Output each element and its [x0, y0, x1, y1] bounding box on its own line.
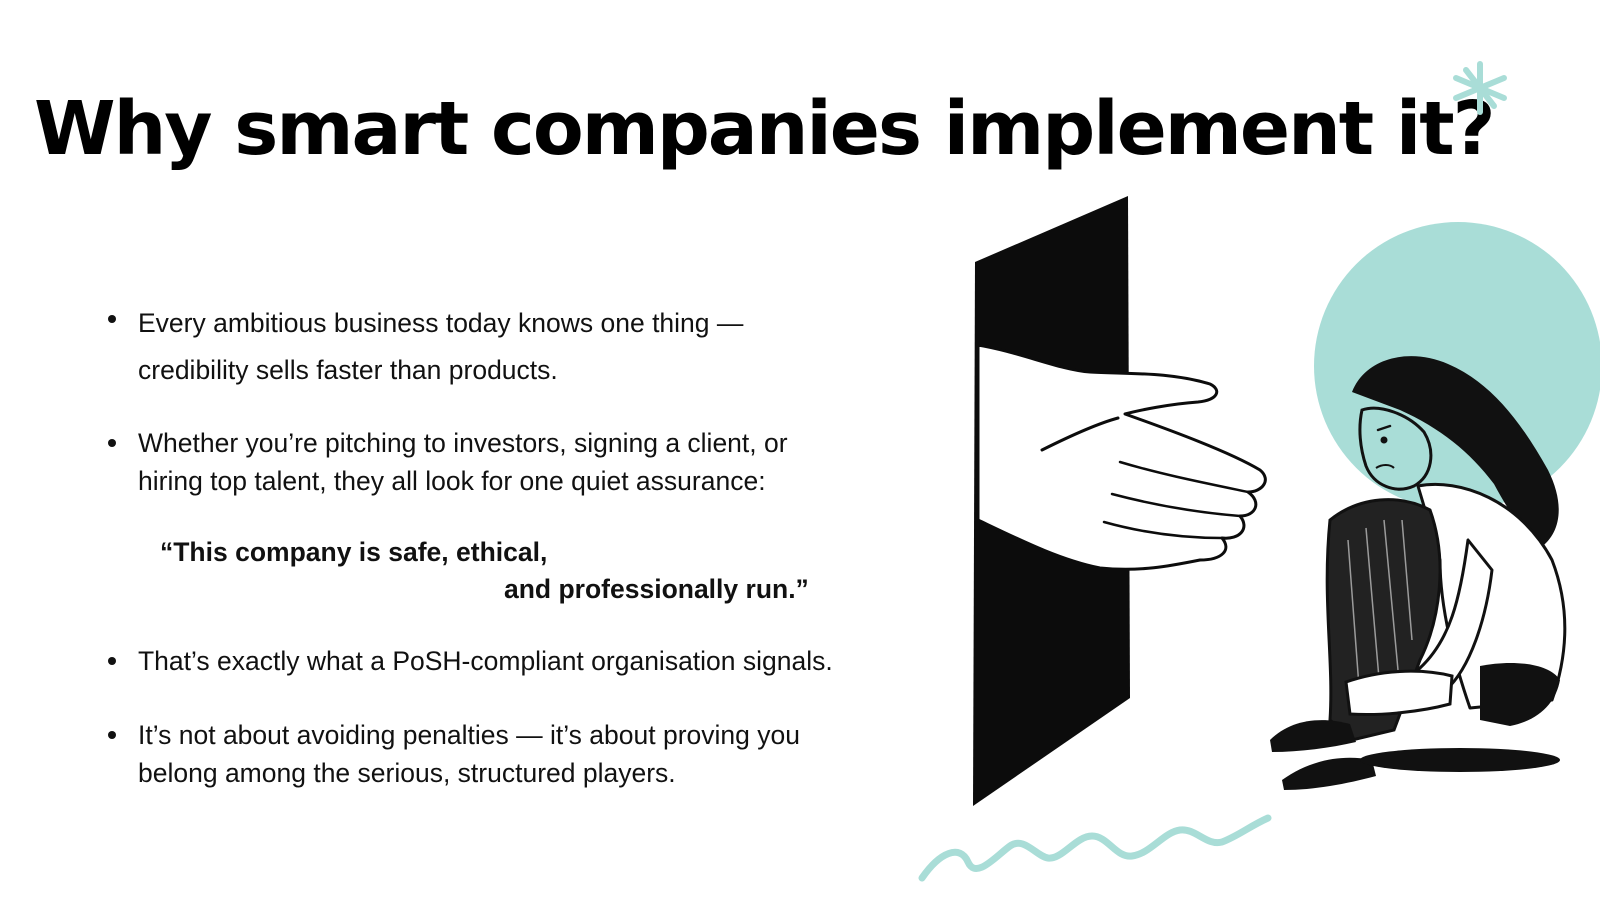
- bullet-text: It’s not about avoiding penalties — it’s…: [138, 720, 800, 750]
- bullet-text: credibility sells faster than products.: [138, 355, 558, 385]
- asterisk-doodle-icon: [1453, 61, 1507, 115]
- bullet-list: Every ambitious business today knows one…: [108, 300, 898, 792]
- page-title: Why smart companies implement it?: [34, 86, 1496, 172]
- bullet-item: Every ambitious business today knows one…: [108, 300, 898, 394]
- quote-line: “This company is safe, ethical,: [160, 537, 548, 567]
- bullet-item: It’s not about avoiding penalties — it’s…: [108, 716, 898, 792]
- squiggle-line-icon: [918, 814, 1272, 882]
- bullet-text: That’s exactly what a PoSH-compliant org…: [138, 646, 833, 676]
- bullet-text: Every ambitious business today knows one…: [138, 308, 744, 338]
- bullet-item: Whether you’re pitching to investors, si…: [108, 424, 898, 500]
- bullet-text: belong among the serious, structured pla…: [138, 758, 676, 788]
- teal-circle-icon: [1314, 222, 1600, 510]
- bullet-text: hiring top talent, they all look for one…: [138, 466, 766, 496]
- bullet-item: That’s exactly what a PoSH-compliant org…: [108, 642, 898, 680]
- quote-line: and professionally run.”: [504, 574, 809, 604]
- sitting-woman-icon: [1270, 356, 1567, 790]
- quote-block: “This company is safe, ethical, and prof…: [108, 534, 898, 608]
- bullet-text: Whether you’re pitching to investors, si…: [138, 428, 788, 458]
- helping-hand-door-icon: [973, 196, 1267, 806]
